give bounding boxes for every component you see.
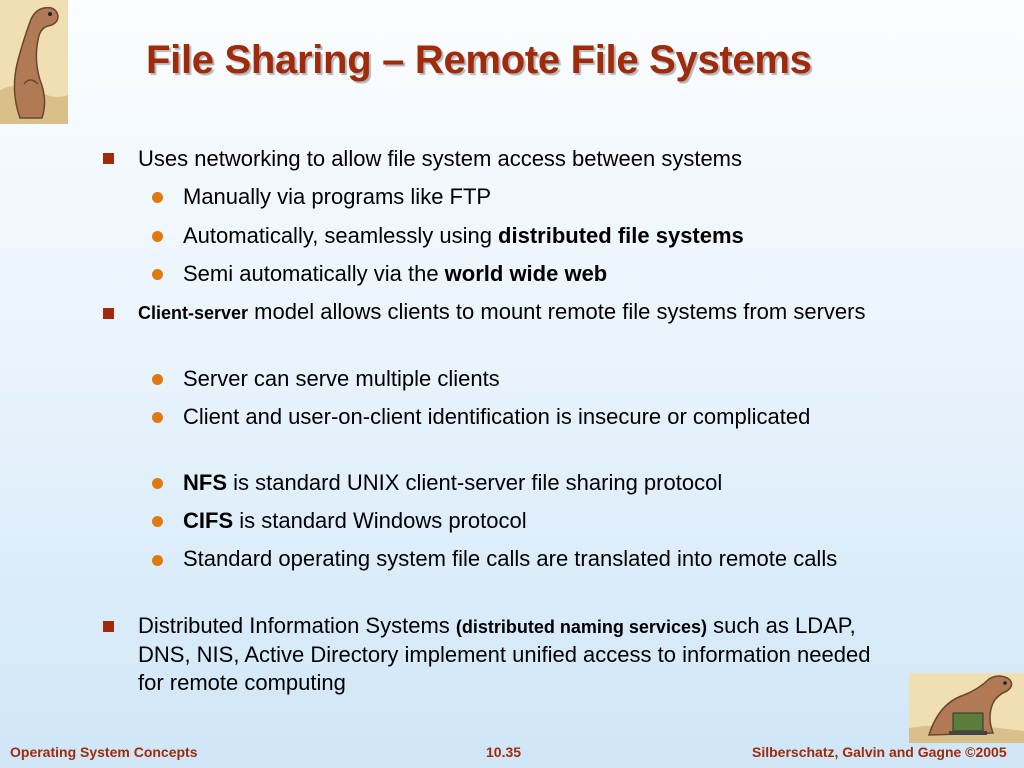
square-bullet-icon (103, 621, 114, 632)
dinosaur-laptop-icon (909, 673, 1024, 743)
sub-bullet-text: Standard operating system file calls are… (183, 546, 838, 571)
round-bullet-icon (152, 412, 163, 423)
sub-bullet-text: Client and user-on-client identification… (183, 404, 811, 429)
round-bullet-icon (152, 478, 163, 489)
bullet-text: Client-server model allows clients to mo… (138, 299, 866, 324)
square-bullet-icon (103, 153, 114, 164)
sub-bullet-text: NFS is standard UNIX client-server file … (183, 470, 723, 495)
round-bullet-icon (152, 555, 163, 566)
round-bullet-icon (152, 231, 163, 242)
slide-title: File Sharing – Remote File Systems (146, 38, 812, 82)
sub-bullet-text: Semi automatically via the world wide we… (183, 261, 608, 286)
round-bullet-icon (152, 516, 163, 527)
square-bullet-icon (103, 308, 114, 319)
footer-authors: Silberschatz, Galvin and Gagne ©2005 (752, 744, 1007, 760)
sub-bullet-text: Manually via programs like FTP (183, 184, 492, 209)
round-bullet-icon (152, 192, 163, 203)
round-bullet-icon (152, 269, 163, 280)
bullet-text: Distributed Information Systems (distrib… (138, 613, 871, 695)
footer-course: Operating System Concepts (10, 744, 198, 760)
sub-bullet-text: Automatically, seamlessly using distribu… (183, 223, 744, 248)
round-bullet-icon (152, 374, 163, 385)
dinosaur-icon (0, 0, 68, 124)
bullet-text: Uses networking to allow file system acc… (138, 146, 743, 171)
sub-bullet-text: Server can serve multiple clients (183, 366, 500, 391)
footer-page-number: 10.35 (486, 744, 522, 760)
sub-bullet-text: CIFS is standard Windows protocol (183, 508, 527, 533)
